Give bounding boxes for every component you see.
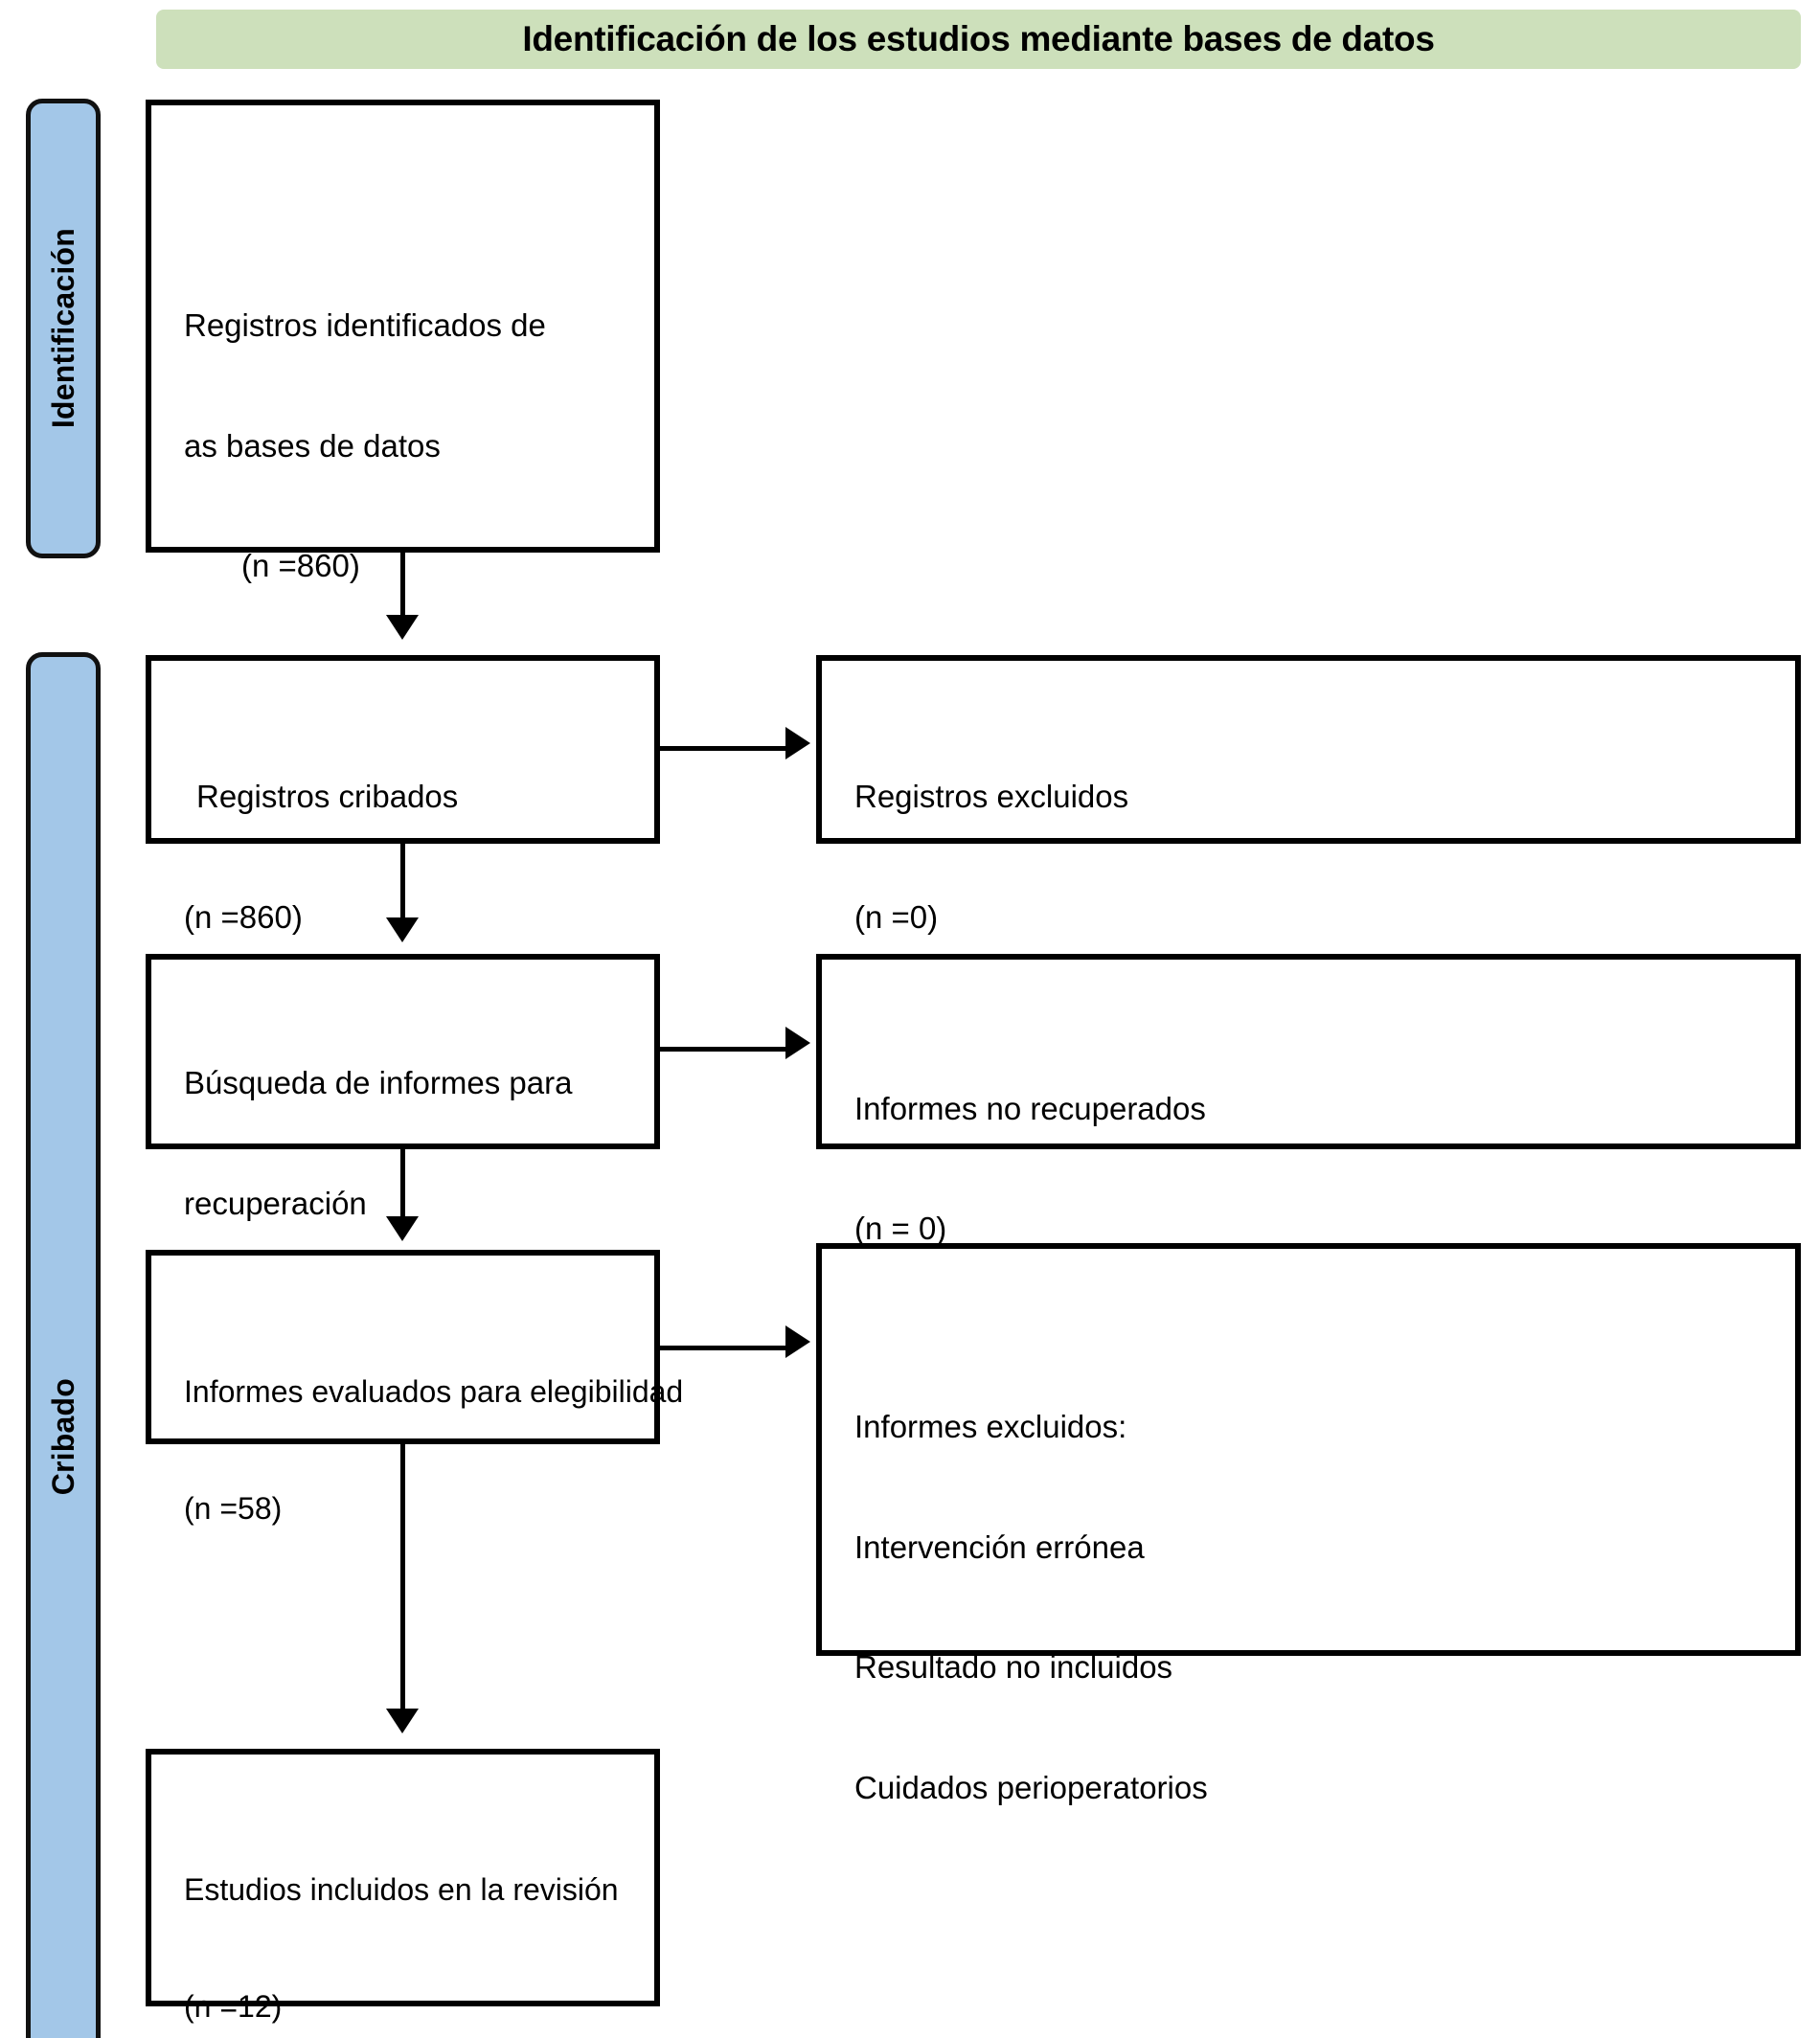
connector-cribados-to-excluidos: [660, 746, 789, 752]
box-count: (n =58): [184, 1490, 283, 1526]
connector-busqueda-to-evaluados: [400, 1145, 405, 1221]
arrow-cribados-to-busqueda: [386, 917, 419, 943]
diagram-header-banner: Identificación de los estudios mediante …: [156, 10, 1801, 69]
box-informes-excluidos: Informes excluidos: Intervención errónea…: [816, 1243, 1801, 1805]
arrow-evaluados-to-incluidos: [386, 1708, 419, 1733]
connector-identificados-to-cribados: [400, 553, 405, 621]
box-line-1: Registros cribados: [196, 779, 459, 815]
box-line-1: Registros excluidos: [854, 779, 1129, 815]
box-registros-excluidos-text: Registros excluidos (n =0): [854, 696, 1128, 1017]
box-registros-identificados: Registros identificados de as bases de d…: [146, 100, 660, 583]
box-estudios-incluidos-text: Estudios incluidos en la revisión (n =12…: [184, 1793, 619, 2038]
stage-tab-cribado: Cribado: [26, 652, 101, 2038]
box-line-1: Informes evaluados para elegibilidad: [184, 1373, 684, 1409]
box-line-2: recuperación: [184, 1185, 367, 1221]
box-registros-cribados: Registros cribados (n =860): [146, 654, 660, 935]
box-line-1: Estudios incluidos en la revisión: [184, 1872, 619, 1908]
connector-busqueda-to-norecuperados: [660, 1046, 789, 1052]
box-line-1: Registros identificados de: [184, 306, 546, 343]
stage-tab-identificacion: Identificación: [26, 98, 101, 558]
box-informes-excluidos-text: Informes excluidos: Intervención errónea…: [854, 1326, 1208, 1889]
box-line-3: Resultado no incluidos: [854, 1649, 1173, 1686]
arrow-busqueda-to-norecuperados: [785, 1027, 810, 1060]
box-informes-no-recuperados-text: Informes no recuperados (n = 0): [854, 1008, 1206, 1329]
connector-cribados-to-busqueda: [400, 844, 405, 922]
box-registros-cribados-text: Registros cribados (n =860): [184, 696, 458, 1017]
box-count: (n =860): [241, 548, 360, 584]
stage-tab-label-cribado: Cribado: [45, 1377, 80, 1496]
connector-evaluados-to-informesexcluidos: [660, 1345, 789, 1350]
box-informes-evaluados: Informes evaluados para elegibilidad (n …: [146, 1250, 683, 1526]
connector-evaluados-to-incluidos: [400, 1441, 405, 1712]
stage-tab-label-identificacion: Identificación: [45, 228, 80, 429]
box-line-2: Intervención errónea: [854, 1528, 1145, 1565]
box-count: (n = 0): [854, 1211, 947, 1247]
box-line-1: Informes excluidos:: [854, 1408, 1127, 1444]
box-busqueda-informes: Búsqueda de informes para recuperación (…: [146, 953, 660, 1341]
page-title: Identificación de los estudios mediante …: [522, 19, 1435, 58]
arrow-cribados-to-excluidos: [785, 727, 810, 760]
box-informes-evaluados-text: Informes evaluados para elegibilidad (n …: [184, 1294, 683, 1605]
arrow-busqueda-to-evaluados: [386, 1216, 419, 1242]
box-line-1: Búsqueda de informes para: [184, 1064, 573, 1100]
box-estudios-incluidos: Estudios incluidos en la revisión (n =12…: [146, 1748, 660, 2024]
box-count: (n =860): [184, 898, 303, 935]
box-line-1: Informes no recuperados: [854, 1090, 1206, 1126]
arrow-identificados-to-cribados: [386, 615, 419, 641]
box-line-4: Cuidados perioperatorios: [854, 1770, 1208, 1806]
box-line-2: as bases de datos: [184, 427, 441, 464]
box-registros-excluidos: Registros excluidos (n =0): [816, 654, 1801, 935]
arrow-evaluados-to-informesexcluidos: [785, 1325, 810, 1359]
box-registros-identificados-text: Registros identificados de as bases de d…: [184, 225, 546, 667]
box-count: (n =12): [184, 1989, 283, 2025]
box-count: (n =0): [854, 898, 939, 935]
box-informes-no-recuperados: Informes no recuperados (n = 0): [816, 953, 1801, 1246]
